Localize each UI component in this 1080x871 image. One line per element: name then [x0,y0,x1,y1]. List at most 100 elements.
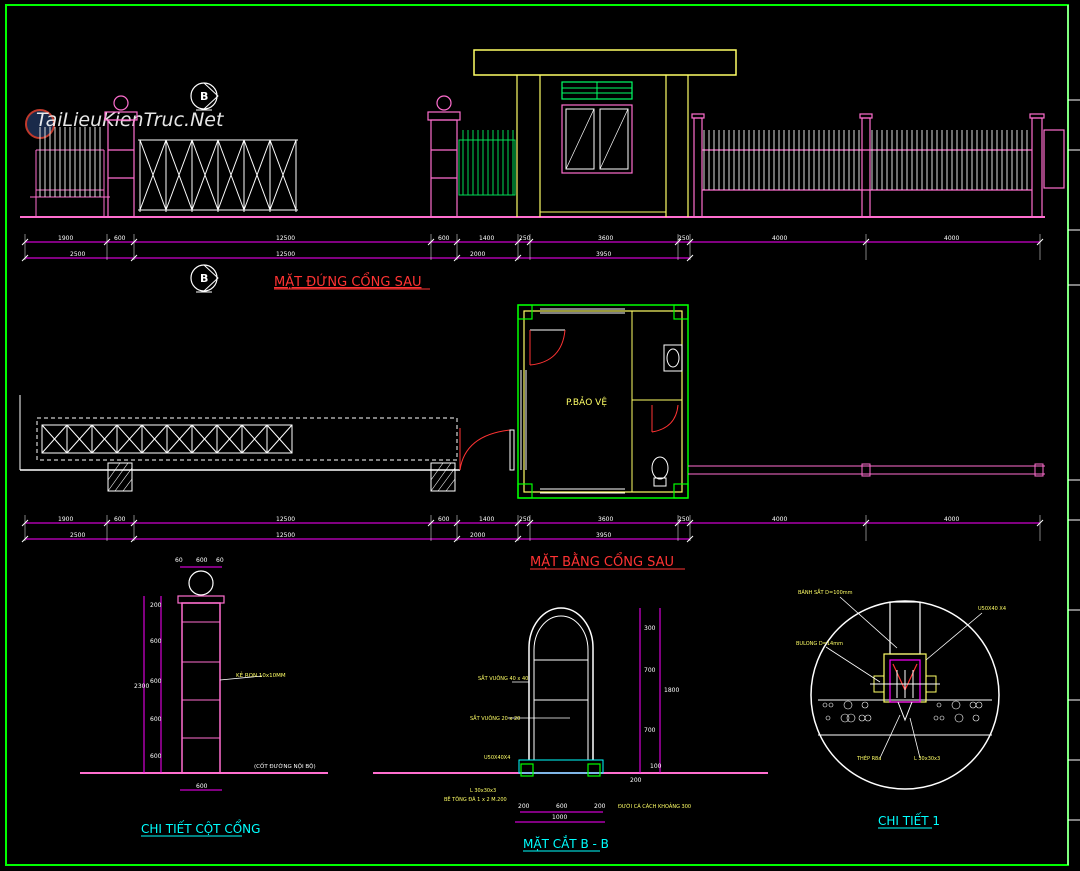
dim-label: 600 [556,803,568,810]
dim-label: 2500 [70,532,85,539]
dim-label: 600 [114,516,126,523]
dim-label: 4000 [772,235,787,242]
gravel [822,702,828,708]
elevation-view: B B [20,49,1065,293]
title-block-ticks [1068,99,1080,821]
note: U50X40X4 [484,755,510,761]
section-marker-label: B [200,272,208,285]
dim-label: 200 [594,803,606,810]
dim-label: 12500 [276,516,295,523]
detail-1-view: BÁNH SẮT D=100mm U50X40 X4 BULONG D=14mm… [796,588,1006,790]
pedestrian-gate [458,130,516,196]
plan-gate-lattice [41,424,293,454]
gravel [936,702,942,708]
dim-label: 2000 [470,532,485,539]
gravel [864,714,872,722]
gate-lattice [166,424,193,454]
gate-lattice [241,424,268,454]
dim-label: 1900 [58,516,73,523]
right-fence [691,113,1065,218]
note: KẺ RON 10x10MM [236,671,286,679]
note: (CỐT ĐƯỜNG NỘI BỘ) [254,762,316,770]
gate-panel [266,424,293,454]
plan-title: MẶT BẰNG CỔNG SAU [530,553,674,570]
note: SẮT VUÔNG 20 x 20 [470,714,520,722]
watermark: TaiLieuKienTruc.Net [25,109,225,139]
gravel [954,713,964,723]
gravel-pattern [822,700,983,723]
detail-1-title: CHI TIẾT 1 [878,812,940,828]
gate-lattice [116,424,143,454]
dim-label: 12500 [276,251,295,258]
gate-lattice [217,139,245,211]
dim-label: 4000 [944,235,959,242]
dim-label: 200 [518,803,530,810]
dim-label: 200 [150,602,162,609]
dim-label: 3950 [596,532,611,539]
dim-label: 1400 [479,235,494,242]
gate-lattice [66,424,93,454]
section-marker-bottom: B [190,264,219,293]
dim-label: 250 [678,516,690,523]
dim-label: 700 [644,727,656,734]
dim-label: 600 [438,235,450,242]
footing-hatch [107,462,133,492]
dim-label: 4000 [772,516,787,523]
dim-label: 700 [644,667,656,674]
column-detail-title: CHI TIẾT CỘT CỔNG [141,820,260,836]
left-fence-bars [39,127,101,197]
section-bb-view: SẮT VUÔNG 40 x 40 SẮT VUÔNG 20 x 20 U50X… [373,607,768,823]
left-gate-column [104,95,138,218]
dim-label: 600 [150,678,162,685]
footing-hatch [430,462,456,492]
gate-lattice [243,139,271,211]
section-bb-title: MẶT CẮT B - B [523,835,609,851]
dim-label: 1900 [58,235,73,242]
dim-label: 600 [150,716,162,723]
sliding-gate-track [36,417,458,461]
guard-room-plan [517,304,689,499]
gravel [840,713,850,723]
dim-label: 60 [216,557,224,564]
elevation-title: MẶT ĐỨNG CỔNG SAU [274,273,421,290]
room-label: P.BẢO VỆ [566,396,607,408]
guard-house-elevation [473,49,737,217]
dim-label: 2500 [70,251,85,258]
plan-dimensions: 1900 600 12500 600 1400 250 3600 250 400… [21,515,1044,543]
dim-label: 300 [644,625,656,632]
gravel [939,715,945,721]
gate-lattice [191,139,219,211]
note: BULONG D=14mm [796,641,843,647]
elevation-dimensions: 1900 600 12500 600 1400 250 3600 250 400… [21,234,1044,262]
column-footing [107,462,133,492]
dim-label: 100 [650,763,662,770]
gravel [951,700,961,710]
dim-label: 600 [196,783,208,790]
dim-label: 3600 [598,235,613,242]
dim-label: 250 [678,235,690,242]
note: ĐƯỜI CÁ CÁCH KHOẢNG 300 [618,802,691,810]
note: U50X40 X4 [978,606,1006,612]
dim-label: 600 [114,235,126,242]
dim-label: 12500 [276,235,295,242]
note: BÊ TÔNG ĐÁ 1 x 2 M.200 [444,795,507,803]
dim-label: 1400 [479,516,494,523]
gravel [843,700,853,710]
gate-lattice [139,139,167,211]
dim-label: 3950 [596,251,611,258]
dim-label: 60 [175,557,183,564]
section-marker-top: B [190,82,219,111]
gravel [933,715,939,721]
gravel [846,713,856,723]
note: BÁNH SẮT D=100mm [798,588,853,596]
gravel [969,701,977,709]
dim-label: 600 [150,638,162,645]
dim-label: 1800 [664,687,679,694]
note: SẮT VUÔNG 40 x 40 [478,674,528,682]
section-marker-label: B [200,90,208,103]
dim-label: 4000 [944,516,959,523]
gravel [828,702,834,708]
dim-label: 250 [519,516,531,523]
